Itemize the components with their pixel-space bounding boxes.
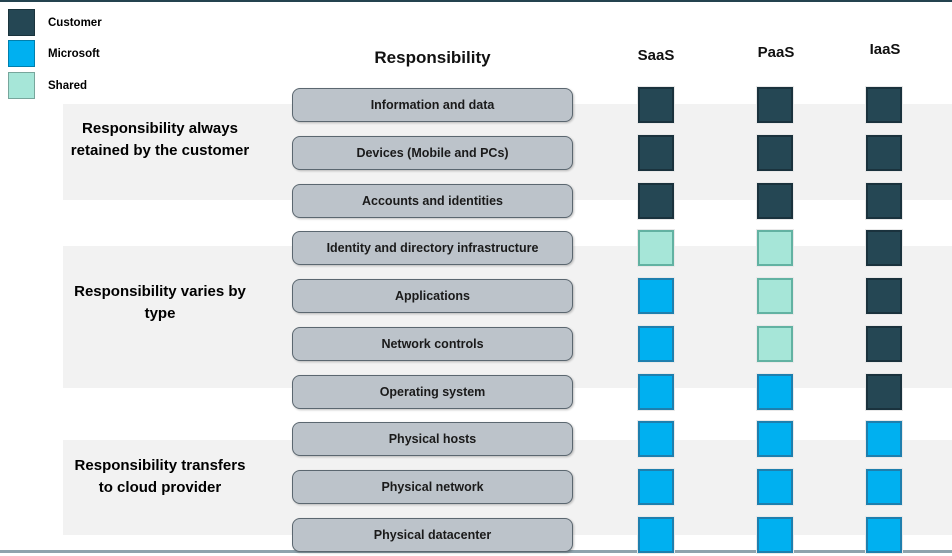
cell-saas-shared	[638, 230, 674, 266]
cell-saas-customer	[638, 183, 674, 219]
cell-iaas-microsoft	[866, 469, 902, 505]
responsibility-row-button: Identity and directory infrastructure	[292, 231, 573, 265]
iaas-column-header: IaaS	[869, 41, 901, 58]
cell-iaas-customer	[866, 230, 902, 266]
legend-item-customer: Customer	[8, 9, 102, 36]
top-border-line	[0, 0, 952, 2]
group-label-varies-by-type: Responsibility varies by type	[74, 283, 246, 322]
legend-label-customer: Customer	[48, 16, 102, 29]
responsibility-row-button: Physical hosts	[292, 422, 573, 456]
cell-iaas-customer	[866, 278, 902, 314]
cell-saas-microsoft	[638, 469, 674, 505]
cell-saas-microsoft	[638, 326, 674, 362]
shared-color-swatch	[8, 72, 35, 99]
cell-saas-customer	[638, 87, 674, 123]
cell-saas-customer	[638, 135, 674, 171]
legend-item-microsoft: Microsoft	[8, 40, 100, 67]
legend-item-shared: Shared	[8, 72, 87, 99]
responsibility-row-button: Physical network	[292, 470, 573, 504]
responsibility-row-button: Physical datacenter	[292, 518, 573, 552]
group-band-varies-by-type	[63, 246, 952, 388]
cell-saas-microsoft	[638, 421, 674, 457]
cell-iaas-customer	[866, 87, 902, 123]
cell-iaas-customer	[866, 135, 902, 171]
responsibility-row-button: Information and data	[292, 88, 573, 122]
cell-iaas-microsoft	[866, 421, 902, 457]
legend-label-shared: Shared	[48, 79, 87, 92]
microsoft-color-swatch	[8, 40, 35, 67]
cell-paas-shared	[757, 230, 793, 266]
cell-iaas-customer	[866, 183, 902, 219]
cell-iaas-microsoft	[866, 517, 902, 553]
responsibility-row-button: Operating system	[292, 375, 573, 409]
cell-paas-shared	[757, 326, 793, 362]
cell-saas-microsoft	[638, 517, 674, 553]
paas-column-header: PaaS	[757, 44, 795, 61]
saas-column-header: SaaS	[637, 47, 675, 64]
cell-saas-microsoft	[638, 278, 674, 314]
customer-color-swatch	[8, 9, 35, 36]
cell-paas-customer	[757, 135, 793, 171]
group-label-retained-by-customer: Responsibility always retained by the cu…	[70, 120, 250, 159]
cell-saas-microsoft	[638, 374, 674, 410]
responsibility-row-button: Network controls	[292, 327, 573, 361]
cell-paas-microsoft	[757, 421, 793, 457]
legend-label-microsoft: Microsoft	[48, 47, 100, 60]
responsibility-column-header: Responsibility	[374, 48, 491, 67]
cell-paas-microsoft	[757, 374, 793, 410]
responsibility-row-button: Applications	[292, 279, 573, 313]
cell-paas-shared	[757, 278, 793, 314]
cell-iaas-customer	[866, 326, 902, 362]
cell-paas-customer	[757, 183, 793, 219]
cell-paas-customer	[757, 87, 793, 123]
group-label-transfers-to-provider: Responsibility transfers to cloud provid…	[74, 457, 246, 496]
cell-paas-microsoft	[757, 517, 793, 553]
responsibility-row-button: Devices (Mobile and PCs)	[292, 136, 573, 170]
cell-iaas-customer	[866, 374, 902, 410]
responsibility-row-button: Accounts and identities	[292, 184, 573, 218]
cell-paas-microsoft	[757, 469, 793, 505]
